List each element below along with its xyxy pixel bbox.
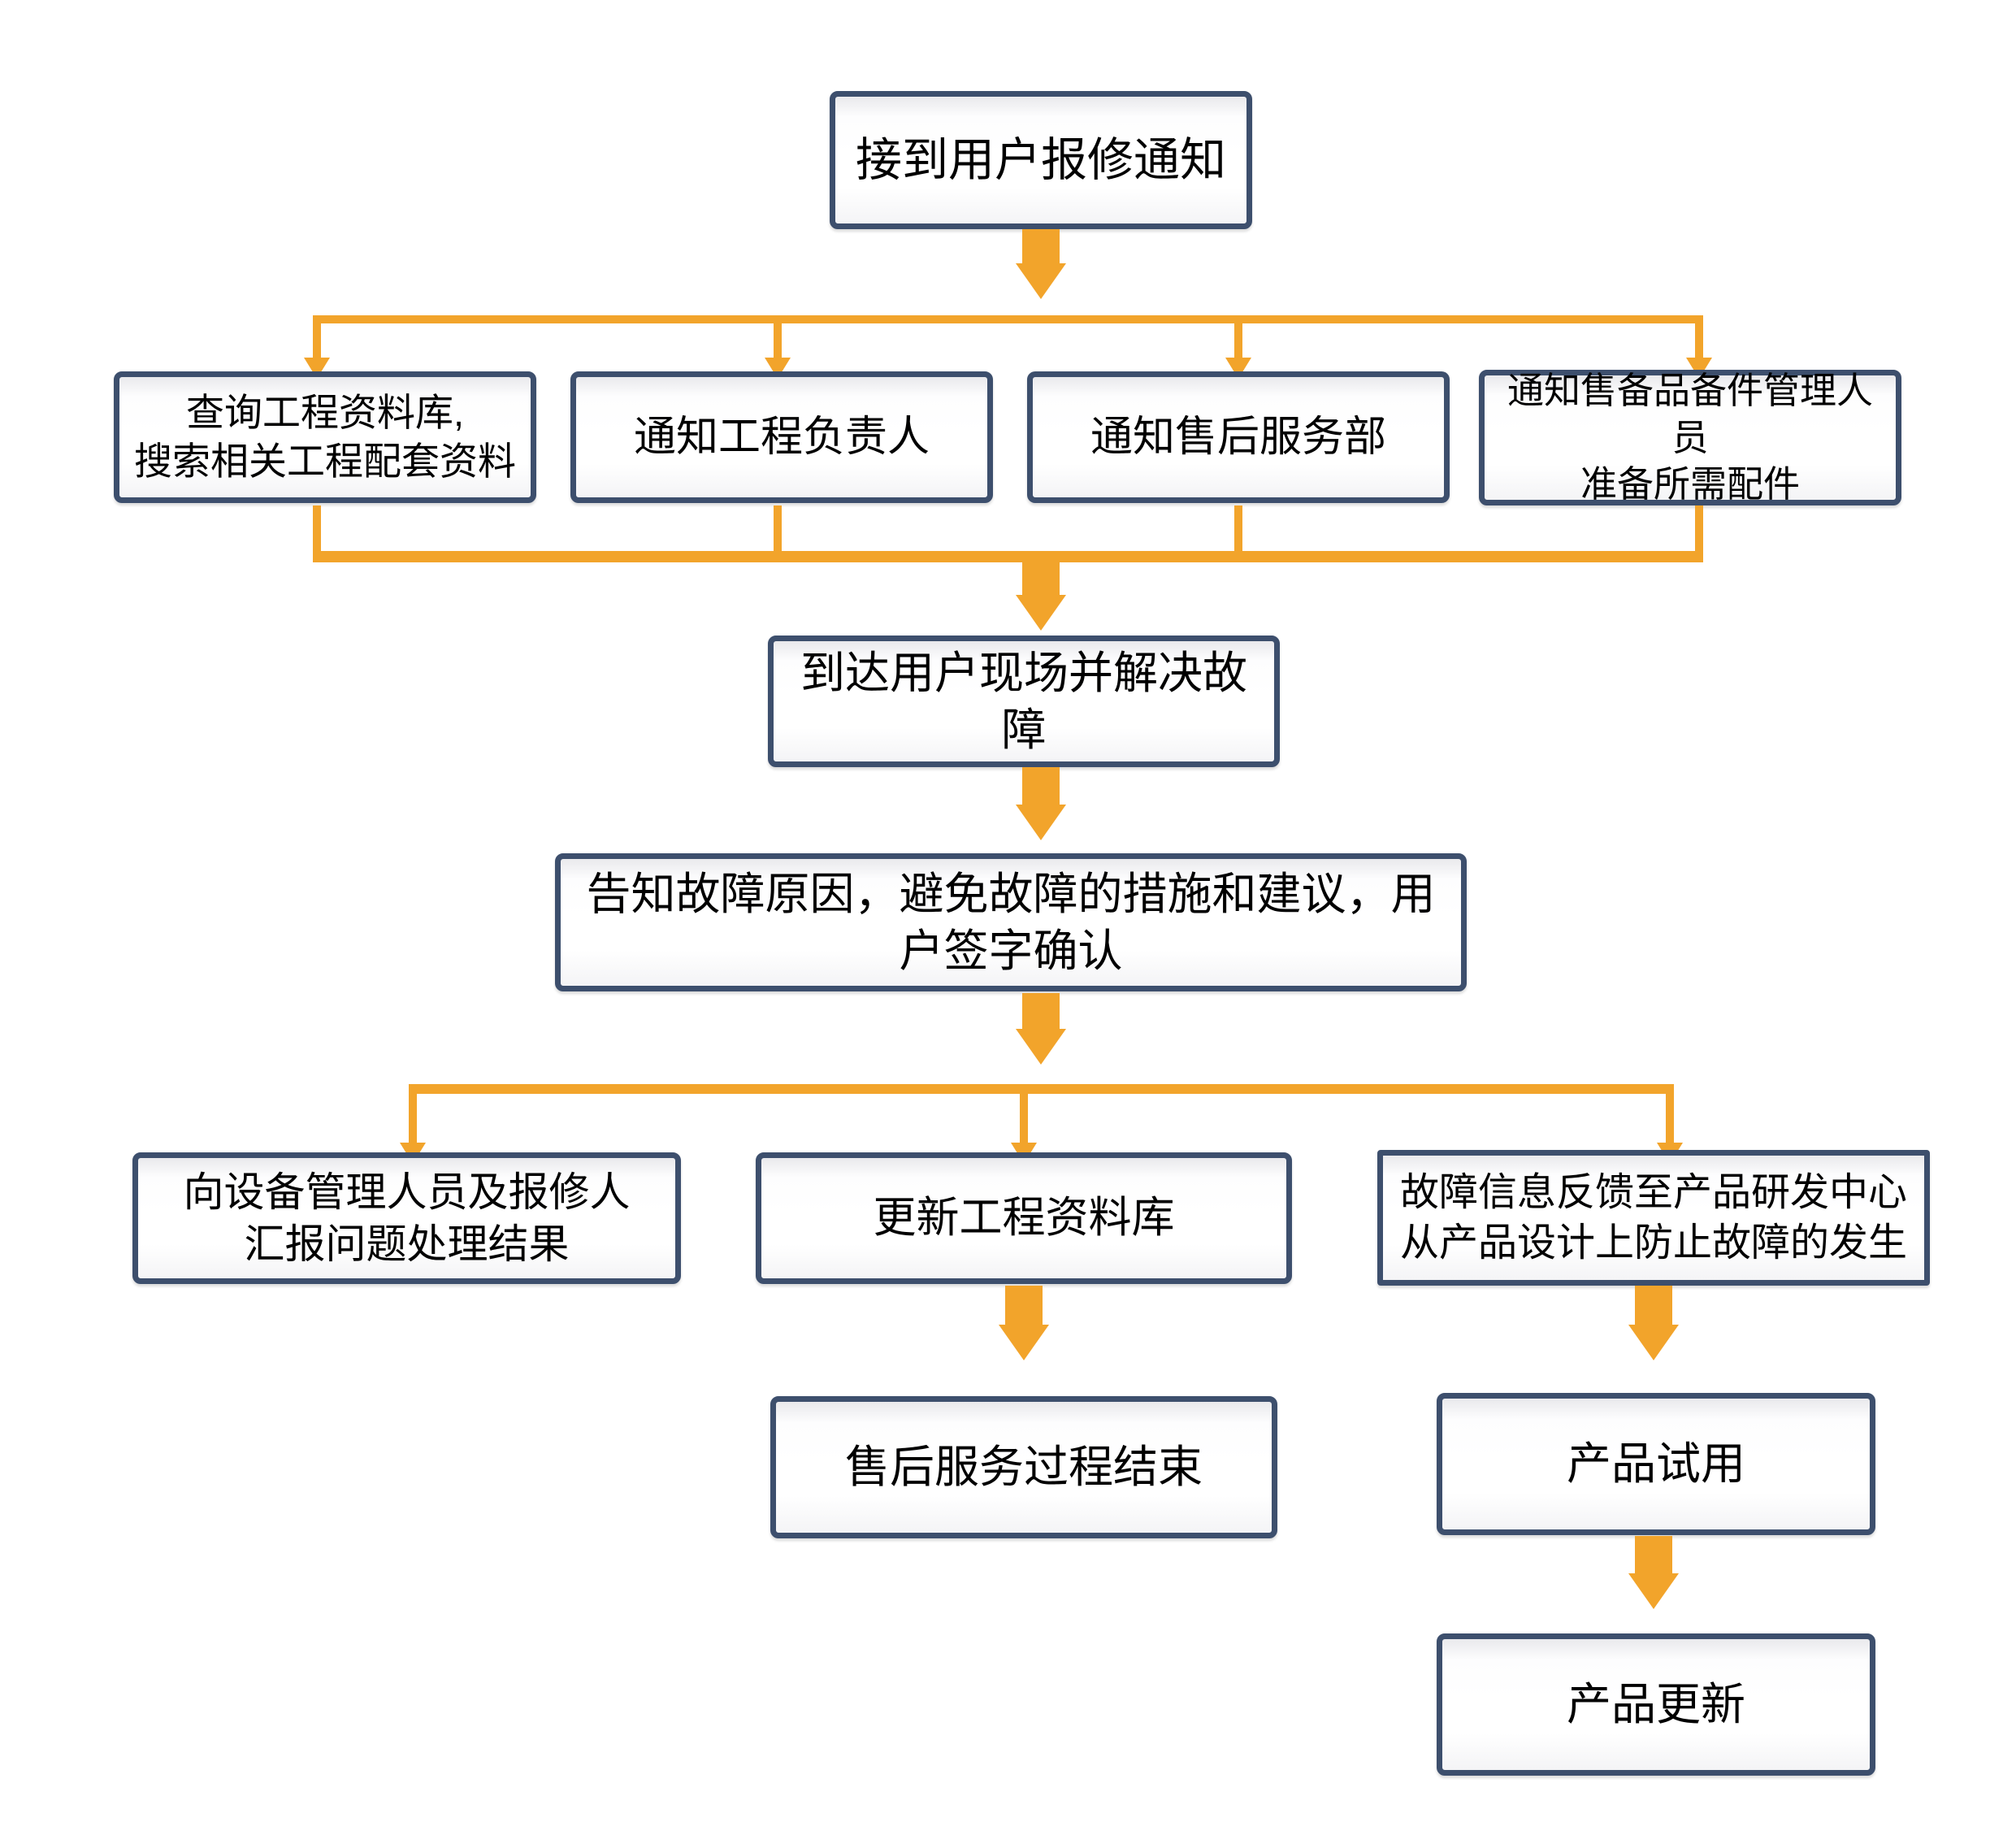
edge-n2c-riser [1234, 505, 1242, 554]
node-n2b[interactable]: 通知工程负责人 [570, 371, 993, 503]
edge-n2b-riser [774, 505, 782, 554]
edge-to-n2b-drop [774, 315, 782, 361]
node-n6c[interactable]: 产品试用 [1437, 1393, 1875, 1535]
edge-merge-to-n3-arrowhead-icon [1016, 595, 1066, 631]
edge-n2d-riser [1695, 505, 1703, 554]
node-n6b[interactable]: 售后服务过程结束 [770, 1396, 1277, 1538]
node-n5b-label: 更新工程资料库 [873, 1194, 1175, 1243]
node-n5b[interactable]: 更新工程资料库 [756, 1152, 1292, 1284]
edge-n5b-n6b-arrowhead-icon [999, 1325, 1049, 1360]
edge-n5c-n6c-stem [1635, 1286, 1672, 1330]
node-n5c-label: 故障信息反馈至产品研发中心 从产品设计上防止故障的发生 [1399, 1171, 1907, 1265]
edge-n6c-n7c-arrowhead-icon [1628, 1573, 1679, 1609]
edge-to-n5c-drop [1666, 1084, 1674, 1147]
edge-n4-arrowhead-icon [1016, 1029, 1066, 1065]
node-n1-label: 接到用户报修通知 [856, 133, 1226, 186]
node-n1[interactable]: 接到用户报修通知 [830, 91, 1252, 229]
edge-to-n2c-drop [1234, 315, 1242, 361]
node-n2d-label: 通知售备品备件管理人员 准备所需配件 [1507, 370, 1873, 505]
node-n2c-label: 通知售后服务部 [1090, 413, 1386, 461]
edge-to-n2d-drop [1695, 315, 1703, 361]
edge-n3-n4-arrowhead-icon [1016, 805, 1066, 840]
node-n3-label: 到达用户现场并解决故障 [800, 647, 1247, 755]
edge-n1-stem [1022, 229, 1060, 270]
edge-merge-to-n3-stem [1022, 559, 1060, 601]
edge-n5b-n6b-stem [1005, 1286, 1043, 1330]
node-n5a[interactable]: 向设备管理人员及报修人 汇报问题处理结果 [132, 1152, 681, 1284]
edge-n1-arrowhead-icon [1016, 263, 1066, 299]
node-n2d[interactable]: 通知售备品备件管理人员 准备所需配件 [1479, 370, 1901, 505]
split-bar-row2 [313, 315, 1703, 323]
node-n2a-label: 查询工程资料库, 搜索相关工程配套资料 [134, 390, 516, 483]
node-n6c-label: 产品试用 [1566, 1438, 1745, 1490]
split-bar-row5 [409, 1084, 1674, 1094]
edge-n2a-riser [313, 505, 321, 554]
edge-to-n5b-drop [1020, 1084, 1028, 1147]
node-n4[interactable]: 告知故障原因，避免故障的措施和建议，用户签字确认 [555, 853, 1467, 991]
node-n5c[interactable]: 故障信息反馈至产品研发中心 从产品设计上防止故障的发生 [1377, 1150, 1930, 1286]
node-n6b-label: 售后服务过程结束 [844, 1442, 1203, 1493]
node-n2a[interactable]: 查询工程资料库, 搜索相关工程配套资料 [114, 371, 536, 503]
node-n7c-label: 产品更新 [1566, 1679, 1745, 1730]
node-n7c[interactable]: 产品更新 [1437, 1633, 1875, 1776]
edge-to-n5a-drop [409, 1084, 417, 1147]
edge-n6c-n7c-stem [1635, 1536, 1672, 1578]
node-n3[interactable]: 到达用户现场并解决故障 [768, 636, 1280, 767]
edge-n4-stem [1022, 993, 1060, 1034]
edge-to-n2a-drop [313, 315, 321, 361]
edge-n5c-n6c-arrowhead-icon [1628, 1325, 1679, 1360]
node-n2b-label: 通知工程负责人 [633, 413, 930, 461]
merge-bar-row2 [313, 551, 1703, 562]
node-n4-label: 告知故障原因，避免故障的措施和建议，用户签字确认 [586, 868, 1436, 976]
edge-n3-n4-stem [1022, 767, 1060, 809]
node-n2c[interactable]: 通知售后服务部 [1027, 371, 1450, 503]
node-n5a-label: 向设备管理人员及报修人 汇报问题处理结果 [183, 1169, 631, 1267]
